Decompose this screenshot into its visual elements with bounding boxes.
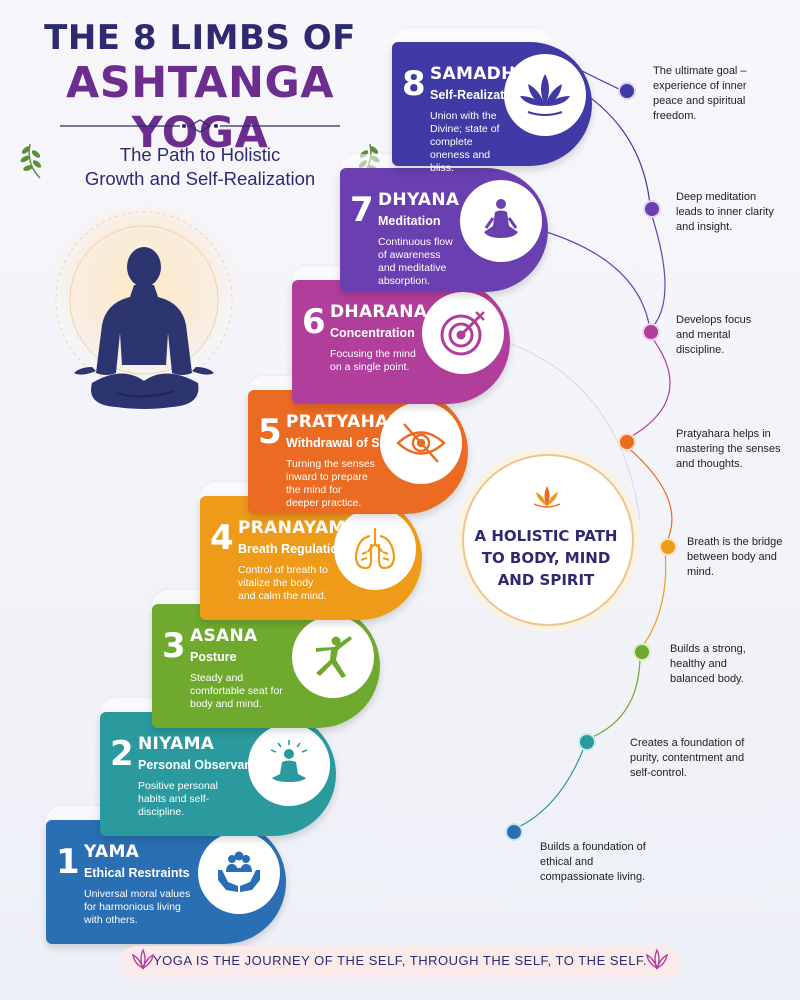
- title-line-2: ASHTANGA YOGA: [65, 58, 335, 158]
- note-1: Builds a foundation of ethical and compa…: [540, 841, 646, 883]
- limb-description: Union with the Divine; state of complete…: [430, 110, 500, 174]
- connector-dot-2: [578, 733, 596, 751]
- connector-dot-5: [618, 433, 636, 451]
- limb-description: Control of breath to vitalize the body a…: [238, 564, 328, 602]
- limb-description: Focusing the mind on a single point.: [330, 348, 416, 373]
- connector-dot-7: [643, 200, 661, 218]
- lungs-icon: [334, 508, 416, 590]
- limb-number: 5: [258, 412, 282, 452]
- limb-description: Continuous flow of awareness and meditat…: [378, 236, 453, 287]
- meditation-icon: [460, 180, 542, 262]
- lotus-left-icon: [132, 948, 154, 970]
- limb-name: SAMADHI: [430, 64, 523, 84]
- note-6: Develops focus and mental discipline.: [676, 314, 752, 356]
- note-8: The ultimate goal – experience of inner …: [653, 65, 747, 122]
- connector-dot-1: [505, 823, 523, 841]
- limb-name: ASANA: [190, 626, 258, 646]
- connector-dot-8: [618, 82, 636, 100]
- note-4: Breath is the bridge between body and mi…: [687, 536, 783, 578]
- lotus-center-icon: [533, 486, 561, 508]
- connector-dot-6: [642, 323, 660, 341]
- limb-subtitle: Posture: [190, 650, 237, 664]
- lotus-right-icon: [646, 948, 668, 970]
- note-5: Pratyahara helps in mastering the senses…: [676, 428, 781, 470]
- limb-subtitle: Personal Observances: [138, 758, 273, 772]
- yoga-pose-icon: [292, 616, 374, 698]
- footer-quote: YOGA IS THE JOURNEY OF THE SELF, THROUGH…: [152, 953, 648, 968]
- limb-number: 4: [210, 518, 234, 558]
- note-2: Creates a foundation of purity, contentm…: [630, 737, 745, 779]
- ornamental-divider: [60, 119, 340, 133]
- meditating-figure-icon: [44, 205, 244, 409]
- connector-dot-4: [659, 538, 677, 556]
- limb-name: PRANAYAMA: [238, 518, 360, 538]
- limb-description: Positive personal habits and self-discip…: [138, 780, 218, 818]
- limb-description: Turning the senses inward to prepare the…: [286, 458, 375, 509]
- lotus-icon: [504, 54, 586, 136]
- eye-crossed-icon: [380, 402, 462, 484]
- holistic-path-circle: [462, 454, 634, 626]
- limb-subtitle: Concentration: [330, 326, 415, 340]
- limb-subtitle: Meditation: [378, 214, 441, 228]
- limb-name: NIYAMA: [138, 734, 215, 754]
- laurel-left-icon: [20, 143, 42, 179]
- limb-subtitle: Ethical Restraints: [84, 866, 190, 880]
- limb-number: 6: [302, 302, 326, 342]
- limb-description: Steady and comfortable seat for body and…: [190, 672, 283, 710]
- limb-number: 3: [162, 626, 186, 666]
- limb-name: DHYANA: [378, 190, 460, 210]
- limb-number: 2: [110, 734, 134, 774]
- limb-number: 7: [350, 190, 374, 230]
- limb-description: Universal moral values for harmonious li…: [84, 888, 191, 926]
- limb-number: 8: [402, 64, 426, 104]
- limb-subtitle: Breath Regulation: [238, 542, 346, 556]
- target-icon: [422, 292, 504, 374]
- title-line-1: THE 8 LIMBS OF: [44, 18, 356, 58]
- step-top-face: [392, 28, 552, 44]
- limb-name: DHARANA: [330, 302, 428, 322]
- holistic-path-text: A HOLISTIC PATH TO BODY, MIND AND SPIRIT: [474, 527, 618, 589]
- limb-name: YAMA: [84, 842, 140, 862]
- limb-number: 1: [56, 842, 80, 882]
- meditating-radiant-icon: [248, 724, 330, 806]
- note-3: Builds a strong, healthy and balanced bo…: [670, 643, 746, 685]
- limb-subtitle: Self-Realization: [430, 88, 524, 102]
- subtitle: The Path to Holistic Growth and Self-Rea…: [84, 144, 316, 189]
- community-hands-icon: [198, 832, 280, 914]
- footer-banner: [120, 946, 680, 978]
- note-7: Deep meditation leads to inner clarity a…: [676, 191, 774, 233]
- connector-dot-3: [633, 643, 651, 661]
